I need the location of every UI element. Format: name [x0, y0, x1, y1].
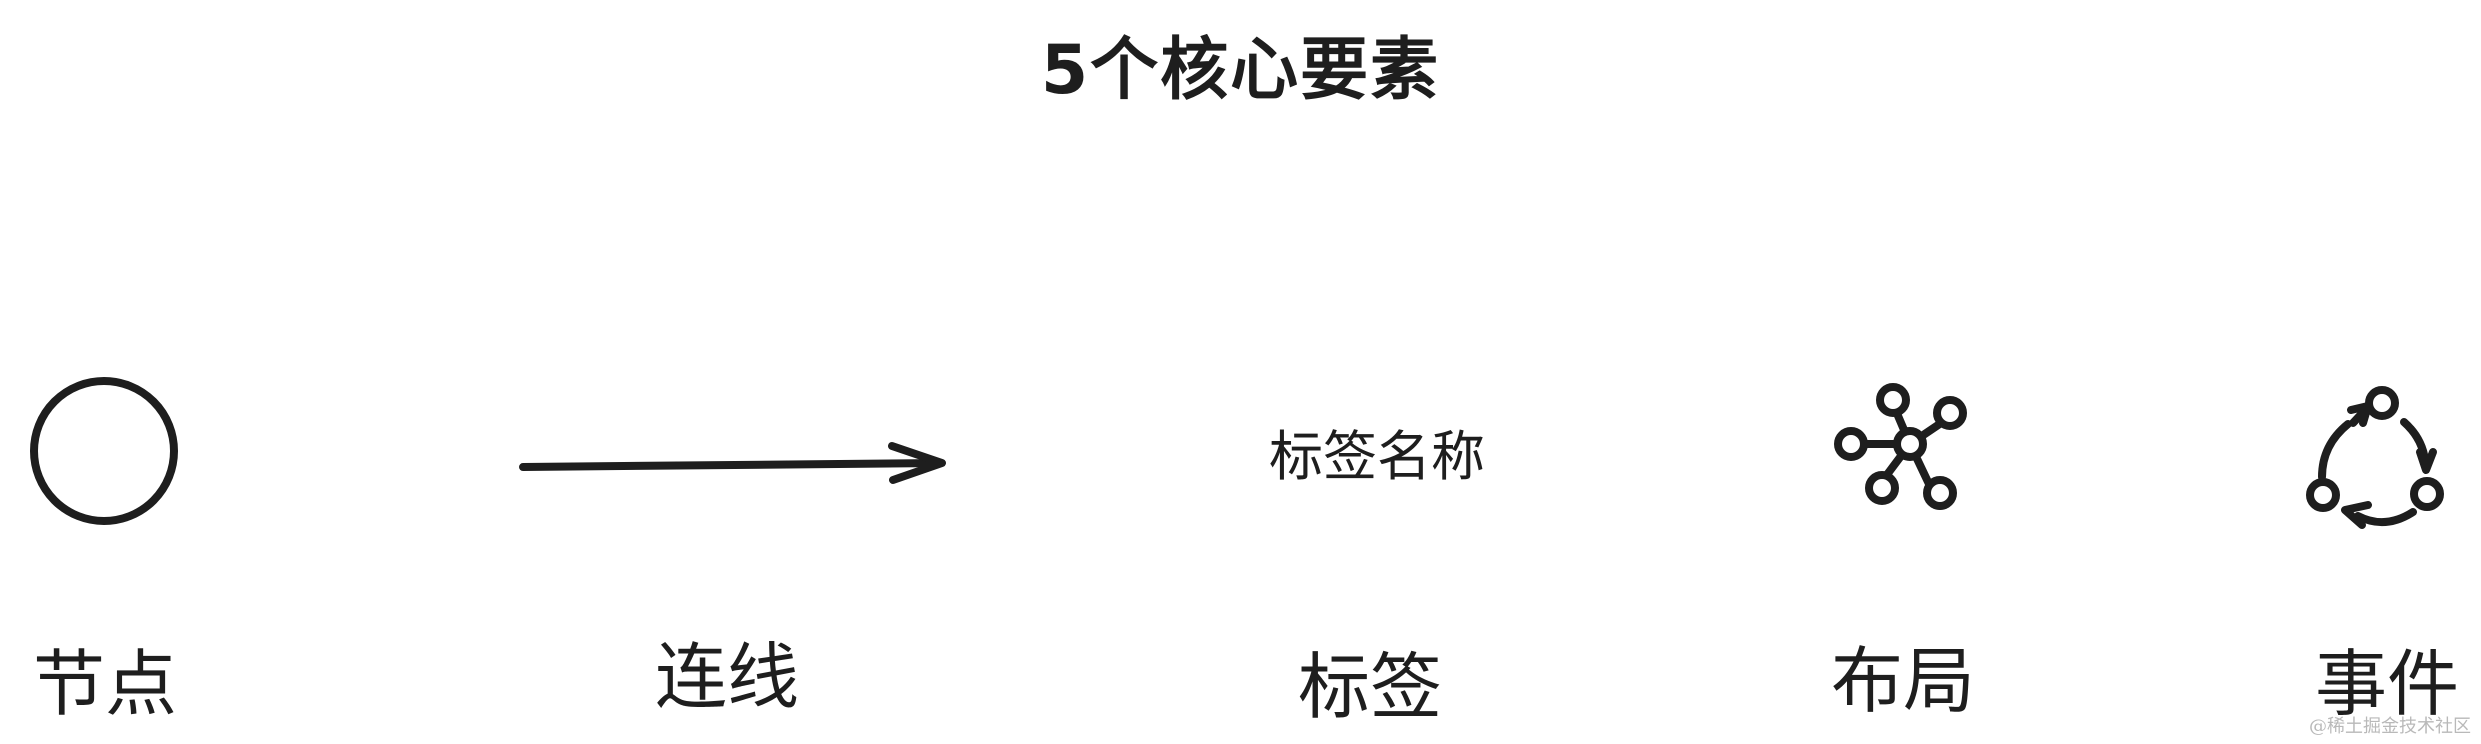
circle-icon [30, 377, 178, 525]
arrow-icon [519, 442, 946, 484]
element-label-layout: 布局 [1830, 639, 1975, 723]
element-label-label: 标签 [1297, 645, 1442, 729]
cycle-arrows-icon [2306, 386, 2444, 529]
element-label-event: 事件 [2314, 642, 2459, 726]
label-sample-text: 标签名称 [1269, 425, 1485, 488]
element-label-node: 节点 [32, 642, 177, 726]
element-label-edge: 连线 [654, 635, 799, 719]
title-text: 5个核心要素 [1040, 31, 1441, 110]
page-title: 5个核心要素 [0, 14, 2481, 113]
watermark: @稀土掘金技术社区 [2309, 716, 2471, 737]
network-graph-icon [1834, 383, 1967, 510]
